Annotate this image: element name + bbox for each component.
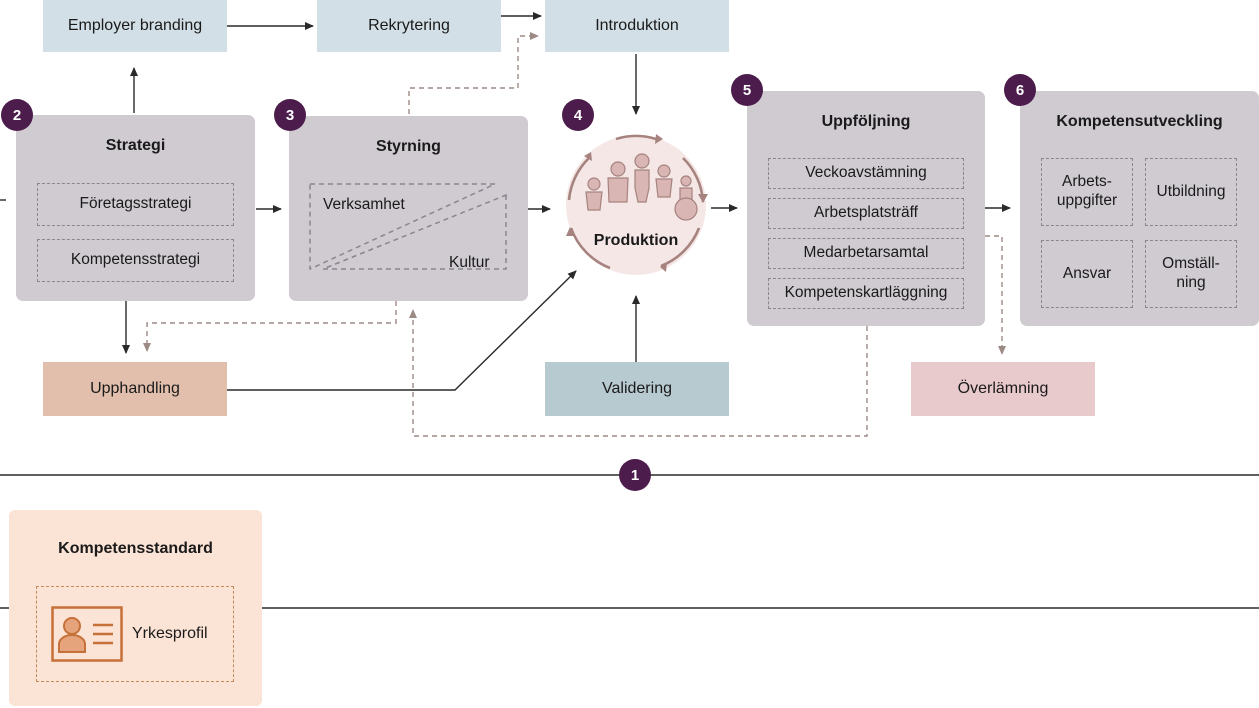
badge-1: 1 [619,459,651,491]
yrkesprofil-label: Yrkesprofil [132,625,208,642]
badge-4: 4 [562,99,594,131]
styrning-split-shapes [309,183,507,271]
strategi-panel: Strategi Företagsstrategi Kompetensstrat… [16,115,255,301]
dashed-uppfoljning-overlamning [985,235,1006,355]
upphandling-box: Upphandling [43,362,227,416]
verksamhet-label: Verksamhet [323,196,405,213]
introduktion-box: Introduktion [545,0,729,52]
kompetensutveckling-title: Kompetensutveckling [1056,113,1223,130]
styrning-title: Styrning [376,138,441,155]
uppfoljning-title: Uppföljning [821,113,911,130]
foretagsstrategi-item: Företagsstrategi [37,183,234,226]
people-group-icon [566,134,708,275]
ansvar-item: Ansvar [1041,240,1133,308]
validering-box: Validering [545,362,729,416]
id-card-icon [51,606,123,662]
badge-3: 3 [274,99,306,131]
styrning-panel: Styrning Verksamhet Kultur [289,116,528,301]
veckoavstamning-item: Veckoavstämning [768,158,964,189]
produktion-node: Produktion [563,132,709,278]
yrkesprofil-item: Yrkesprofil [36,586,234,682]
badge-5: 5 [731,74,763,106]
utbildning-item: Utbildning [1145,158,1237,226]
kompetensstrategi-item: Kompetensstrategi [37,239,234,282]
employer-branding-box: Employer branding [43,0,227,52]
dashed-styrning-introduktion [408,32,539,114]
arbetsuppgifter-item: Arbets- uppgifter [1041,158,1133,226]
arrow-upphandling-produktion [227,270,577,391]
strategi-title: Strategi [105,137,166,154]
arbetsplatstraff-item: Arbetsplatsträff [768,198,964,229]
medarbetarsamtal-item: Medarbetarsamtal [768,238,964,269]
kompetensutveckling-panel: Kompetensutveckling Arbets- uppgifter Ut… [1020,91,1259,326]
badge-6: 6 [1004,74,1036,106]
uppfoljning-panel: Uppföljning Veckoavstämning Arbetsplatst… [747,91,985,326]
overlamning-box: Överlämning [911,362,1095,416]
omstallning-item: Omställ- ning [1145,240,1237,308]
dashed-uppfoljning-styrning [409,309,868,437]
produktion-label: Produktion [593,232,679,249]
kultur-label: Kultur [449,254,490,271]
kompetensstandard-title: Kompetensstandard [58,540,213,557]
rekrytering-box: Rekrytering [317,0,501,52]
dashed-styrning-upphandling [143,301,397,352]
kompetensstandard-panel: Kompetensstandard Yrkesprofil [9,510,262,706]
kompetenskartlaggning-item: Kompetenskartläggning [768,278,964,309]
badge-2: 2 [1,99,33,131]
